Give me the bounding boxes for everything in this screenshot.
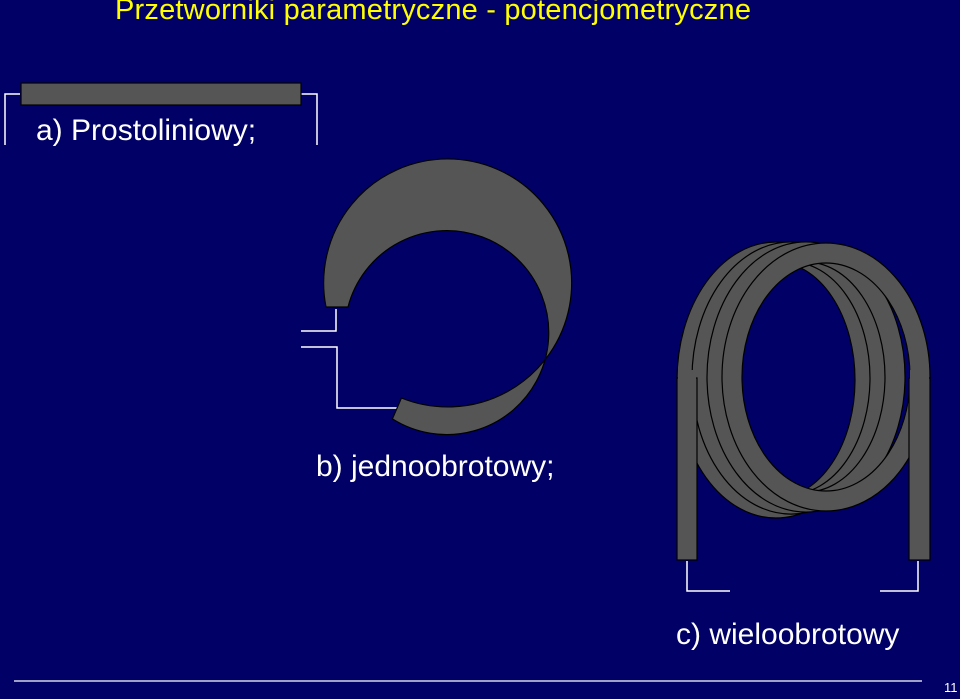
- multi-turn-right-lead: [880, 561, 919, 592]
- single-turn-lower-lead: [301, 346, 401, 409]
- linear-resistor-track: [20, 82, 302, 106]
- label-linear: a) Prostoliniowy;: [36, 114, 257, 147]
- label-single-turn: b) jednoobrotowy;: [316, 450, 555, 483]
- linear-left-lead: [4, 93, 20, 145]
- linear-right-lead: [301, 93, 318, 145]
- single-turn-resistor-ring: [323, 158, 573, 436]
- multi-turn-left-leg: [676, 377, 698, 561]
- single-turn-upper-lead: [301, 309, 337, 332]
- multi-turn-potentiometer: [676, 241, 931, 592]
- linear-potentiometer: [4, 82, 318, 145]
- multi-turn-left-lead: [686, 561, 730, 592]
- multi-turn-right-leg: [908, 377, 931, 561]
- single-turn-potentiometer: [301, 158, 573, 436]
- label-multi-turn: c) wieloobrotowy: [676, 618, 900, 651]
- page-number: 11: [944, 680, 958, 695]
- slide-title: Przetworniki parametryczne - potencjomet…: [115, 0, 752, 26]
